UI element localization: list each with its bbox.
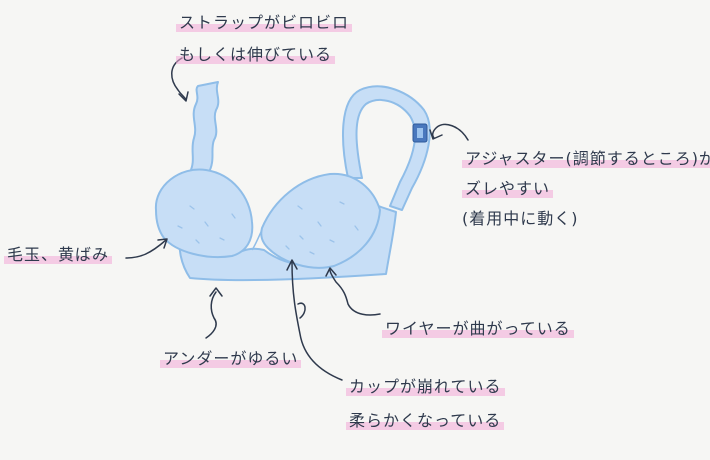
- right-cup: [260, 172, 381, 269]
- arrow-fabric: [125, 239, 167, 259]
- pilling-dots: [177, 201, 359, 255]
- annotation-cup: カップが崩れている 柔らかくなっている: [346, 376, 505, 432]
- arrow-under: [205, 291, 217, 339]
- left-strap: [189, 81, 220, 175]
- arrow-cup: [291, 261, 343, 381]
- arrow-adjuster: [431, 123, 469, 141]
- annotation-adjuster: アジャスター(調節するところ)が ズレやすい (着用中に動く): [462, 148, 710, 230]
- annotation-under: アンダーがゆるい: [160, 348, 302, 370]
- annotation-arrows: [125, 57, 469, 381]
- left-cup: [154, 168, 254, 258]
- arrow-wire: [329, 269, 381, 316]
- annotation-fabric: 毛玉、黄ばみ: [4, 244, 113, 266]
- annotation-wire: ワイヤーが曲がっている: [382, 318, 574, 340]
- right-strap: [342, 85, 431, 211]
- annotation-strap: ストラップがビロビロ もしくは伸びている: [176, 12, 353, 66]
- arrow-strap: [171, 57, 187, 101]
